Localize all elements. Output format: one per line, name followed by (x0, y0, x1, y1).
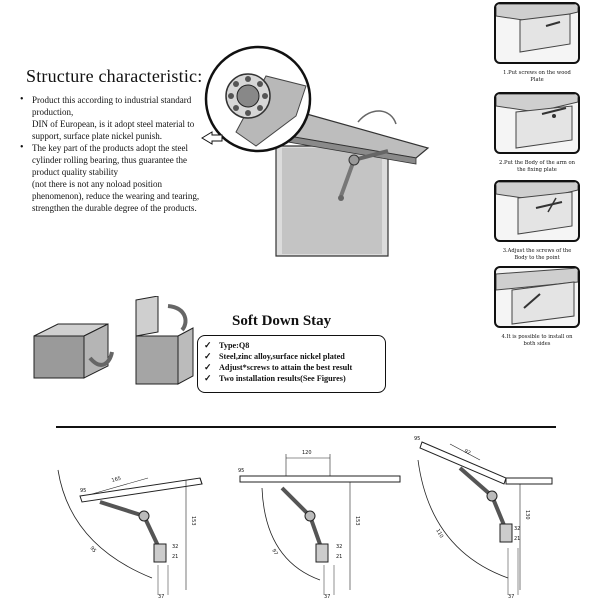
step-3-image (494, 180, 580, 242)
hero-illustration (201, 45, 430, 257)
fig3-arc (417, 459, 509, 579)
step-2-image (494, 92, 580, 154)
structure-item-text: Product this according to industrial sta… (32, 95, 195, 141)
stay-arm-upper (353, 149, 389, 162)
bullet-icon: • (20, 142, 24, 153)
fig2-dim-small2: 21 (336, 554, 342, 560)
open-cabinet-front (135, 335, 179, 385)
structure-item: • Product this according to industrial s… (20, 94, 210, 142)
spec-list: ✓ Type:Q8 ✓ Steel,zinc alloy,surface nicke… (204, 340, 352, 384)
fig2-pivot (304, 510, 316, 522)
step-4-image (494, 266, 580, 328)
fig1-dim-bottom: 37 (158, 594, 164, 600)
fig1-dim-side: 153 (190, 516, 196, 526)
fig3-dim-top: 92 (463, 448, 471, 456)
spec-item: ✓ Type:Q8 (204, 340, 352, 351)
fig3-dim-small2: 21 (514, 536, 520, 542)
fig1-dim-top: 165 (111, 476, 122, 484)
fig3-bracket (499, 523, 513, 543)
close-arrow-icon (167, 304, 188, 332)
checkmark-icon: ✓ (204, 373, 212, 383)
fig3-dim-side: 130 (524, 510, 530, 520)
fig2-dim-side: 153 (354, 516, 360, 526)
fig2-dim-bottom: 37 (324, 594, 330, 600)
spec-item: ✓ Adjust*screws to attain the best result (204, 362, 352, 373)
fig1-dim-small1: 32 (172, 544, 178, 550)
structure-item: • The key part of the products adopt the… (20, 142, 210, 214)
closed-cabinet-front (33, 335, 85, 379)
fig2-dim-top: 120 (302, 450, 312, 456)
figure-3 (417, 441, 553, 595)
technical-drawings: 165 153 95 32 21 37 95 120 153 97 32 21 … (57, 436, 553, 600)
fig1-panel (79, 477, 203, 503)
structure-title: Structure characteristic: (26, 66, 203, 86)
open-cabinet-side (177, 327, 194, 385)
open-arrow-icon (88, 351, 114, 367)
fig2-panel (239, 475, 401, 483)
open-cabinet-lid (135, 296, 159, 337)
checkmark-icon: ✓ (204, 362, 212, 372)
spec-item: ✓ Steel,zinc alloy,surface nickel plated (204, 351, 352, 362)
fig2-bracket (315, 543, 329, 563)
fig3-pivot (486, 490, 498, 502)
checkmark-icon: ✓ (204, 340, 212, 350)
fig2-arc (261, 487, 321, 581)
step-1-caption: 1.Put screws on the wood Plate (503, 70, 571, 83)
step-4-caption: 4.It is possible to install on both side… (501, 334, 573, 347)
spec-text: Two installation results(See Figures) (219, 374, 346, 383)
step-3-caption: 3.Adjust the screws of the Body to the p… (502, 248, 572, 261)
checkmark-icon: ✓ (204, 351, 212, 361)
spec-box (197, 335, 386, 393)
spec-item: ✓ Two installation results(See Figures) (204, 373, 352, 384)
spec-text: Type:Q8 (219, 341, 250, 350)
bullet-icon: • (20, 94, 24, 105)
spec-text: Steel,zinc alloy,surface nickel plated (219, 352, 345, 361)
fig3-dim-arc: 110 (434, 528, 444, 539)
fig1-bracket (153, 543, 167, 563)
structure-list: • Product this according to industrial s… (20, 94, 210, 214)
fig1-dim-corner: 95 (80, 488, 86, 494)
figure-2 (239, 454, 401, 595)
fig2-dim-small1: 32 (336, 544, 342, 550)
fig1-dim-small2: 21 (172, 554, 178, 560)
fig1-dim-arc: 95 (88, 545, 97, 554)
bearing-core (236, 84, 260, 108)
step-1-image (494, 2, 580, 64)
product-title: Soft Down Stay (232, 313, 332, 329)
stay-arm-lower (339, 159, 356, 197)
section-divider (56, 426, 556, 428)
structure-item-text: The key part of the products adopt the s… (32, 143, 200, 213)
step-2-caption: 2.Put the Body of the arm on the fixing … (499, 160, 575, 173)
stay-base (338, 195, 344, 201)
fig3-panel-raised (419, 441, 507, 485)
stay-pivot (348, 154, 360, 166)
cabinet-sketches (33, 296, 194, 385)
bearing-rollers (228, 76, 268, 116)
fig2-dim-corner: 95 (238, 468, 244, 474)
fig3-panel (505, 477, 553, 485)
fig1-arc (57, 469, 153, 579)
fig3-dim-bottom: 37 (508, 594, 514, 600)
figure-1 (57, 469, 203, 595)
lid-handle (357, 110, 397, 125)
dimension-labels: 165 153 95 32 21 37 95 120 153 97 32 21 … (80, 436, 530, 600)
fig1-pivot (138, 510, 150, 522)
cabinet-inner (282, 148, 382, 254)
spec-text: Adjust*screws to attain the best result (219, 363, 353, 372)
fig3-dim-small1: 32 (514, 526, 520, 532)
pointer-arrow-icon (201, 131, 223, 145)
fig2-dim-arc: 97 (270, 548, 278, 557)
fig3-dim-corner: 95 (414, 436, 420, 442)
